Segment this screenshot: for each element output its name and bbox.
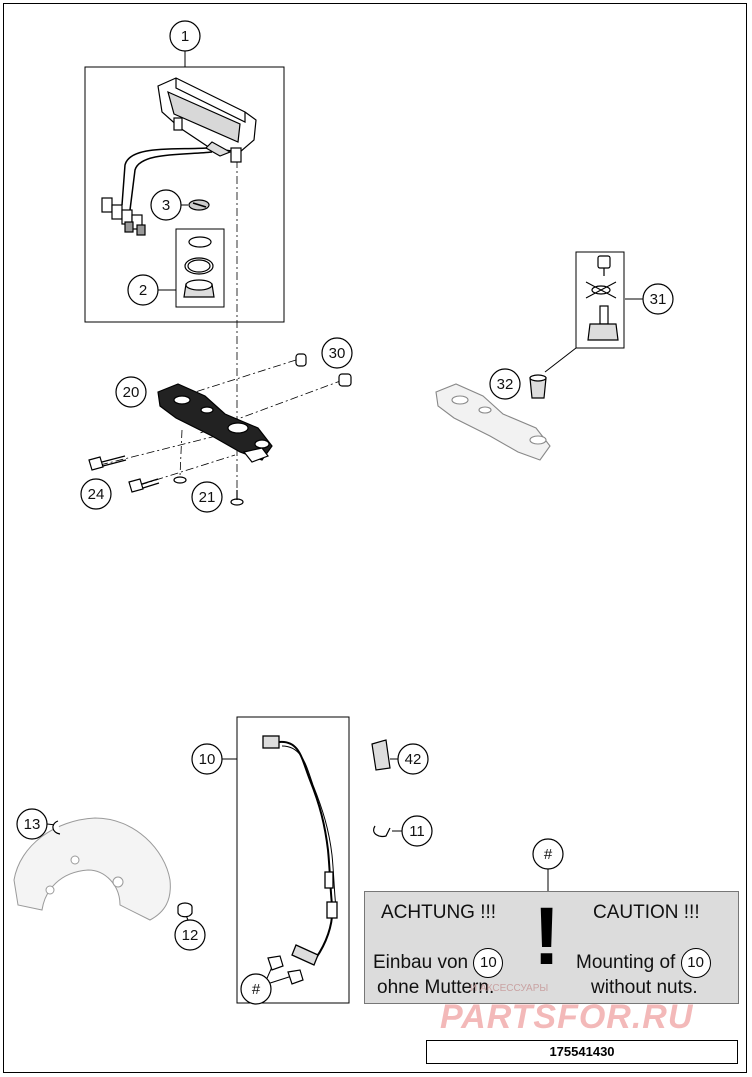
diagram-border xyxy=(3,3,747,1073)
callout-12: 12 xyxy=(174,919,206,951)
svg-text:12: 12 xyxy=(182,927,199,944)
group-box-damper-kit xyxy=(575,251,625,349)
svg-text:#: # xyxy=(252,981,261,998)
screw-part xyxy=(88,455,244,506)
callout-1: 1 xyxy=(169,20,201,52)
callout-21: 21 xyxy=(191,481,223,513)
callout-13: 13 xyxy=(16,808,48,840)
spacer-part xyxy=(177,902,193,918)
caution-heading-de: ACHTUNG !!! xyxy=(381,902,497,923)
group-box-seal-kit xyxy=(175,228,225,308)
caution-heading-en: CAUTION !!! xyxy=(593,902,700,923)
caution-text-en-line1: Mounting of 10 xyxy=(576,948,711,978)
brake-disc-reference-part xyxy=(13,817,171,921)
callout-markers: 1 2 3 10 11 12 13 20 21 24 30 31 32 42 #… xyxy=(16,20,674,1005)
speed-sensor-cable-part xyxy=(262,735,338,966)
svg-text:31: 31 xyxy=(650,291,667,308)
callout-42: 42 xyxy=(397,743,429,775)
svg-text:42: 42 xyxy=(405,751,422,768)
cable-clip-part xyxy=(371,739,391,838)
svg-text:10: 10 xyxy=(199,751,216,768)
bushing-part xyxy=(295,353,352,387)
callout-32: 32 xyxy=(489,368,521,400)
caution-line1-de: Einbau von xyxy=(373,952,469,974)
callout-24: 24 xyxy=(80,478,112,510)
caution-ref-callout-en: 10 xyxy=(680,948,711,978)
svg-text:11: 11 xyxy=(409,823,425,840)
callout-30: 30 xyxy=(321,337,353,369)
assembly-axis-lines xyxy=(99,160,344,498)
callout-hash-cable: # xyxy=(240,973,272,1005)
spring-clip-part xyxy=(52,820,61,835)
svg-text:24: 24 xyxy=(88,486,105,503)
svg-text:13: 13 xyxy=(24,816,41,833)
svg-text:#: # xyxy=(544,846,553,863)
leader-lines xyxy=(46,51,643,986)
svg-text:1: 1 xyxy=(181,28,189,45)
callout-3: 3 xyxy=(150,189,182,221)
caution-line2-en: without nuts. xyxy=(591,977,698,998)
seal-kit-part xyxy=(183,199,215,298)
caution-line2-de: ohne Muttern. xyxy=(377,977,495,998)
warning-exclamation-icon: ! xyxy=(533,891,561,982)
steering-damper-part xyxy=(529,255,619,399)
caution-line1-en: Mounting of xyxy=(576,952,676,974)
callout-11: 11 xyxy=(401,815,433,847)
caution-text-de-line1: Einbau von 10 xyxy=(373,948,504,978)
group-box-speed-sensor xyxy=(236,716,350,1004)
callout-20: 20 xyxy=(115,376,147,408)
svg-text:30: 30 xyxy=(329,345,346,362)
watermark-logo: PARTSFOR.RU xyxy=(440,998,694,1036)
svg-text:21: 21 xyxy=(199,489,216,506)
callout-31: 31 xyxy=(642,283,674,315)
callout-2: 2 xyxy=(127,274,159,306)
caution-ref-callout-de: 10 xyxy=(473,948,504,978)
document-number: 175541430 xyxy=(426,1040,738,1064)
svg-text:2: 2 xyxy=(139,282,147,299)
triple-clamp-reference-part xyxy=(435,383,551,461)
nut-part xyxy=(267,955,304,985)
callout-10: 10 xyxy=(191,743,223,775)
svg-text:20: 20 xyxy=(123,384,140,401)
caution-notice: ACHTUNG !!! CAUTION !!! ! Einbau von 10 … xyxy=(364,891,739,1004)
svg-text:32: 32 xyxy=(497,376,514,393)
watermark-subtext: И АКСЕССУАРЫ xyxy=(470,983,549,994)
top-triple-clamp-part xyxy=(157,383,273,463)
callout-hash-caution: # xyxy=(532,838,564,870)
svg-text:3: 3 xyxy=(162,197,170,214)
dashboard-unit-part xyxy=(101,77,257,236)
